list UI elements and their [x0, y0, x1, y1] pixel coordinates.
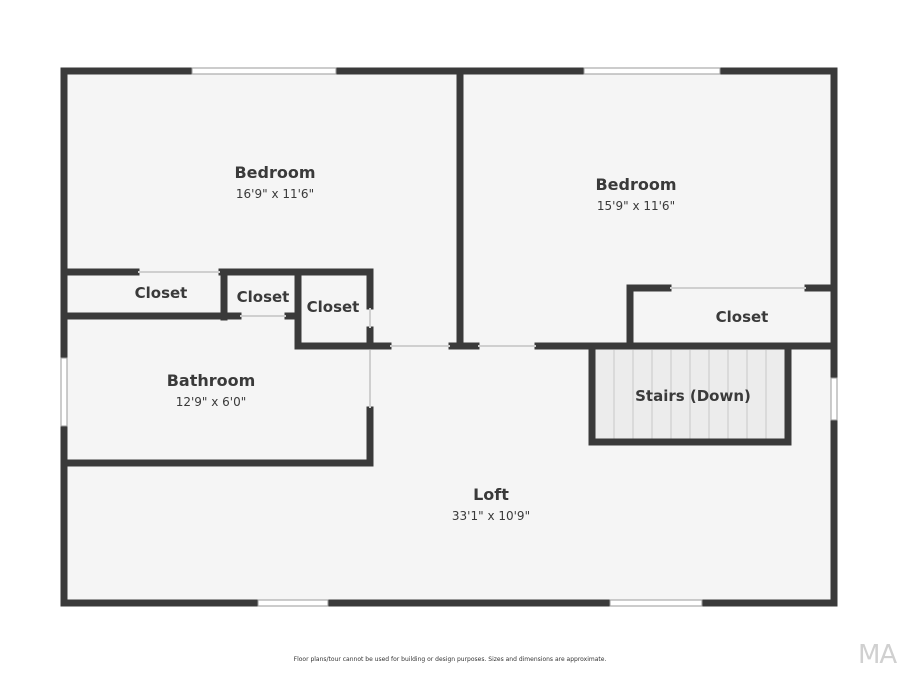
bedroom-2-dimensions: 15'9" x 11'6" [597, 199, 675, 213]
window-bottom-left [257, 599, 329, 607]
bathroom-dimensions: 12'9" x 6'0" [176, 395, 247, 409]
bedroom-2-name: Bedroom [595, 175, 676, 194]
brand-watermark: MA [858, 640, 897, 670]
openings [138, 271, 806, 408]
floor-area [65, 72, 833, 602]
window-top-right [583, 67, 721, 75]
windows [60, 67, 838, 607]
loft-name: Loft [473, 485, 509, 504]
disclaimer-text: Floor plans/tour cannot be used for buil… [293, 656, 607, 663]
bathroom-name: Bathroom [167, 371, 256, 390]
closet-2-name: Closet [237, 288, 290, 306]
closet-4-name: Closet [716, 308, 769, 326]
bedroom-1-name: Bedroom [234, 163, 315, 182]
stair-treads [613, 350, 767, 440]
bedroom-1-dimensions: 16'9" x 11'6" [236, 187, 314, 201]
window-right [830, 377, 838, 421]
closet-3-name: Closet [307, 298, 360, 316]
stairs-name: Stairs (Down) [635, 387, 751, 405]
window-left [60, 357, 68, 427]
window-bottom-right [609, 599, 703, 607]
closet-1-name: Closet [135, 284, 188, 302]
window-top-left [191, 67, 337, 75]
loft-dimensions: 33'1" x 10'9" [452, 509, 530, 523]
